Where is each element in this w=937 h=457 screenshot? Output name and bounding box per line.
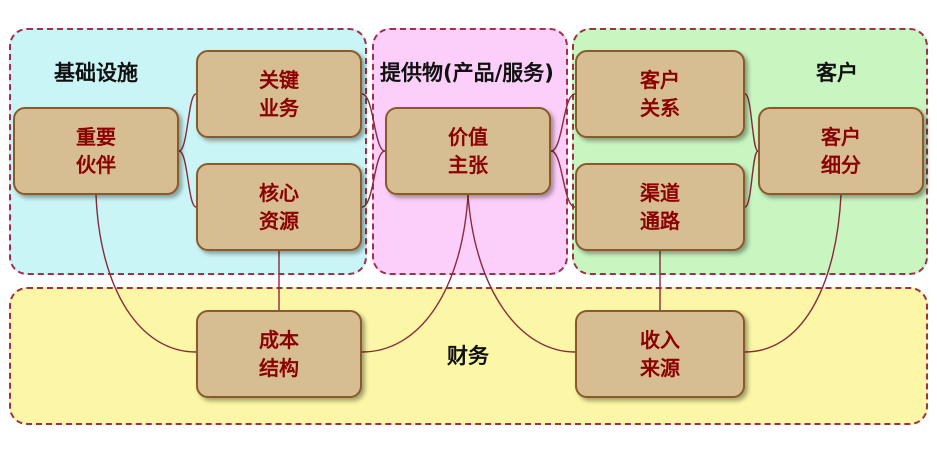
connector-resources-value bbox=[361, 150, 386, 208]
connector-value-relations bbox=[550, 93, 576, 152]
offering-label: 提供物(产品/服务) bbox=[380, 61, 554, 85]
connector-partners-cost bbox=[95, 194, 197, 353]
connector-value-revenue bbox=[467, 194, 576, 353]
connector-activities-value bbox=[361, 93, 386, 152]
channels-block: 渠道 通路 bbox=[575, 163, 745, 251]
infrastructure-label: 基础设施 bbox=[54, 61, 138, 85]
connector-partners-activities bbox=[178, 93, 197, 152]
key-activities-text: 关键 业务 bbox=[259, 68, 299, 120]
value-proposition-text: 价值 主张 bbox=[448, 125, 488, 177]
key-partners-text: 重要 伙伴 bbox=[76, 125, 116, 177]
revenue-streams-block: 收入 来源 bbox=[575, 310, 745, 398]
customer-relationships-text: 客户 关系 bbox=[640, 68, 680, 120]
key-activities-block: 关键 业务 bbox=[196, 50, 362, 138]
connector-value-cost bbox=[361, 194, 469, 353]
customer-label: 客户 bbox=[816, 61, 858, 85]
key-partners-block: 重要 伙伴 bbox=[13, 107, 179, 195]
key-resources-block: 核心 资源 bbox=[196, 163, 362, 251]
cost-structure-block: 成本 结构 bbox=[196, 310, 362, 398]
revenue-streams-text: 收入 来源 bbox=[640, 328, 680, 380]
connector-value-channels bbox=[550, 150, 576, 208]
value-proposition-block: 价值 主张 bbox=[385, 107, 551, 195]
connector-partners-resources bbox=[178, 150, 197, 208]
finance-label: 财务 bbox=[447, 344, 489, 368]
customer-segments-text: 客户 细分 bbox=[821, 125, 861, 177]
connector-relations-segments bbox=[744, 93, 759, 152]
finance-region bbox=[9, 287, 928, 425]
channels-text: 渠道 通路 bbox=[640, 181, 680, 233]
customer-relationships-block: 客户 关系 bbox=[575, 50, 745, 138]
connector-channels-segments bbox=[744, 150, 759, 208]
connector-segments-revenue bbox=[744, 194, 842, 353]
customer-segments-block: 客户 细分 bbox=[758, 107, 924, 195]
cost-structure-text: 成本 结构 bbox=[259, 328, 299, 380]
key-resources-text: 核心 资源 bbox=[259, 181, 299, 233]
